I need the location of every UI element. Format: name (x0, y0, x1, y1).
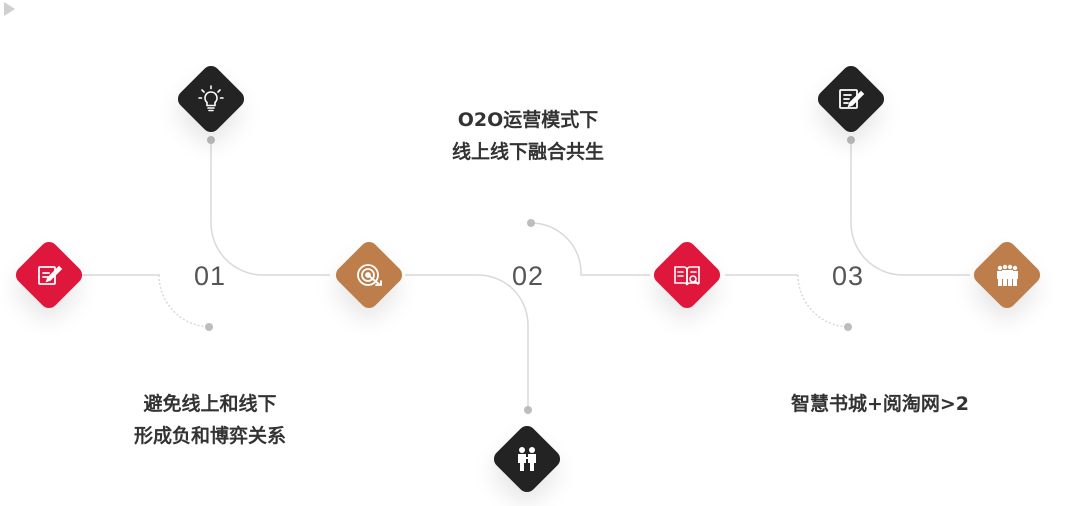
step-caption-1-line-1: 避免线上和线下 (143, 393, 277, 415)
step-caption-1-line-2: 形成负和博弈关系 (133, 425, 286, 447)
connector-arc-top-1 (210, 140, 330, 276)
connector-dot (207, 136, 215, 144)
target-icon-tile (332, 238, 406, 312)
step-caption-3-line-1: 智慧书城+阅淘网>2 (790, 393, 970, 415)
step-caption-3: 智慧书城+阅淘网>2 (760, 388, 1000, 420)
edit-note-icon (839, 89, 865, 109)
handshake-icon-tile (490, 422, 564, 496)
edit-form-icon-tile (12, 238, 86, 312)
lightbulb-icon-tile (174, 62, 248, 136)
edit-form-icon (38, 265, 63, 285)
connector-arc-top-3 (850, 140, 970, 276)
group-people-icon-tile (970, 238, 1044, 312)
connector-dot (527, 219, 535, 227)
step-caption-2-line-1: O2O运营模式下 (457, 109, 599, 131)
connector-arc-bottom-3 (797, 274, 849, 328)
step-number-1: 01 (193, 261, 227, 291)
step-caption-2: O2O运营模式下 线上线下融合共生 (423, 104, 633, 168)
connector-arc-top-2 (530, 222, 650, 276)
group-people-icon (997, 264, 1018, 286)
edit-note-icon-tile (814, 62, 888, 136)
connector-dot (205, 323, 213, 331)
connector-dot (524, 406, 532, 414)
book-search-icon-tile (650, 238, 724, 312)
step-number-3: 03 (831, 261, 865, 291)
step-caption-2-line-2: 线上线下融合共生 (451, 141, 604, 163)
connector-arc-bottom-1 (158, 274, 210, 328)
target-icon (357, 264, 382, 286)
connector-dot (847, 136, 855, 144)
lightbulb-icon (198, 85, 224, 112)
play-icon[interactable] (4, 2, 15, 16)
handshake-icon (518, 447, 536, 471)
connector-arc-bottom-2 (477, 274, 529, 410)
connector-dot (844, 323, 852, 331)
step-number-2: 02 (511, 261, 545, 291)
step-caption-1: 避免线上和线下 形成负和博弈关系 (110, 388, 310, 452)
book-search-icon (674, 266, 700, 286)
